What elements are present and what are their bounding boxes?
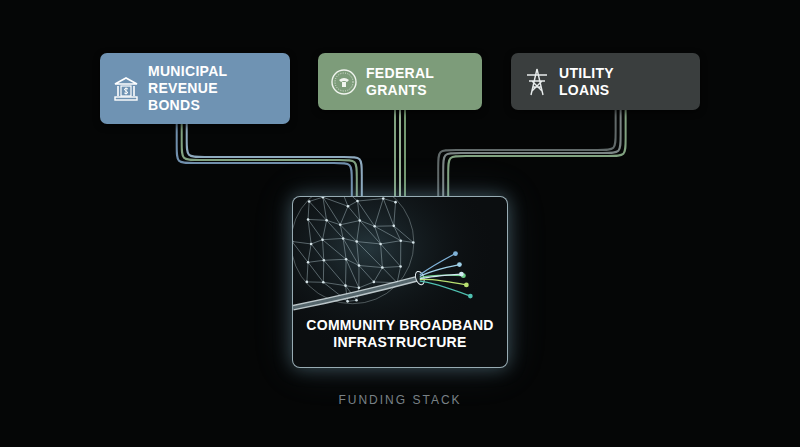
funding-connector — [395, 110, 405, 196]
box-label: COMMUNITY BROADBAND INFRASTRUCTURE — [305, 317, 495, 351]
bank-icon — [112, 75, 140, 103]
connector-strand — [404, 110, 406, 196]
box-label: MUNICIPAL REVENUE BONDS — [148, 63, 268, 114]
connector-strand — [443, 110, 620, 196]
funding-connector — [177, 124, 362, 196]
connector-strand — [399, 110, 401, 196]
funding-box: UTILITY LOANS — [511, 53, 700, 110]
connector-strand — [182, 124, 357, 196]
hub-box: COMMUNITY BROADBAND INFRASTRUCTURE — [292, 196, 508, 368]
seal-icon — [330, 68, 358, 96]
connector-strand — [448, 110, 625, 196]
box-label: UTILITY LOANS — [559, 65, 649, 99]
funding-connector — [438, 110, 625, 196]
caption: FUNDING STACK — [0, 393, 800, 407]
pylon-icon — [523, 67, 551, 97]
box-label: FEDERAL GRANTS — [366, 65, 456, 99]
connector-strand — [187, 124, 362, 196]
funding-box: MUNICIPAL REVENUE BONDS — [100, 53, 290, 124]
connector-strand — [394, 110, 396, 196]
funding-box: FEDERAL GRANTS — [318, 53, 482, 110]
